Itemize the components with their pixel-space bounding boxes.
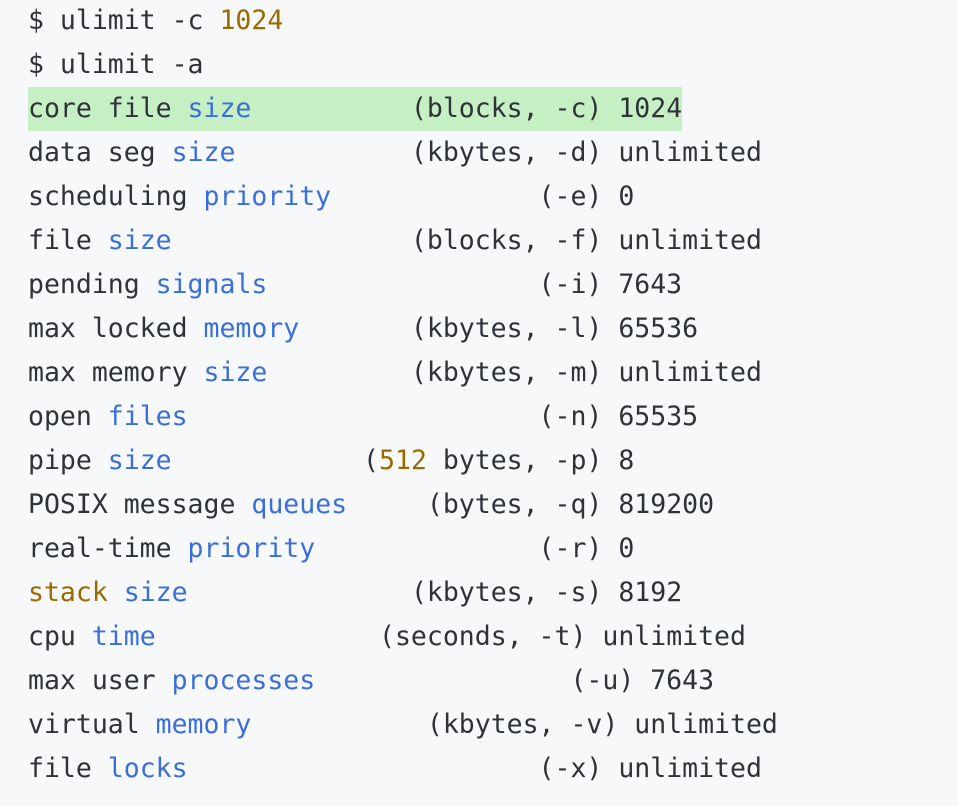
code-token: memory: [155, 709, 252, 740]
code-line: data seg size (kbytes, -d) unlimited: [28, 131, 762, 175]
code-token: priority: [187, 533, 316, 564]
code-token: file: [28, 753, 108, 784]
code-token: $ ulimit -c: [28, 5, 220, 36]
code-token: max user: [28, 665, 172, 696]
code-line: POSIX message queues (bytes, -q) 819200: [28, 483, 714, 527]
code-line: $ ulimit -c 1024: [28, 0, 283, 43]
code-token: data seg: [28, 137, 172, 168]
code-line: pending signals (-i) 7643: [28, 263, 682, 307]
code-token: priority: [203, 181, 332, 212]
code-token: memory: [203, 313, 300, 344]
code-line: virtual memory (kbytes, -v) unlimited: [28, 703, 778, 747]
code-token: core file: [28, 93, 188, 124]
code-token: (kbytes, -l) 65536: [299, 313, 699, 344]
code-line: $ ulimit -a: [28, 43, 204, 87]
code-token: (blocks, -c) 1024: [251, 93, 683, 124]
code-token: pending: [28, 269, 156, 300]
code-token: 512: [379, 445, 427, 476]
code-token: size: [187, 93, 252, 124]
code-token: pipe: [28, 445, 108, 476]
code-line: file size (blocks, -f) unlimited: [28, 219, 762, 263]
code-token: file: [28, 225, 108, 256]
code-token: real-time: [28, 533, 188, 564]
code-token: (kbytes, -s) 8192: [187, 577, 683, 608]
code-token: locks: [107, 753, 188, 784]
code-token: [108, 577, 124, 608]
code-token: (seconds, -t) unlimited: [155, 621, 746, 652]
code-token: (kbytes, -v) unlimited: [251, 709, 778, 740]
code-token: (-n) 65535: [187, 401, 699, 432]
code-token: stack: [28, 577, 108, 608]
code-token: POSIX message: [28, 489, 252, 520]
code-token: queues: [251, 489, 348, 520]
code-token: (-u) 7643: [315, 665, 715, 696]
code-token: (kbytes, -d) unlimited: [235, 137, 762, 168]
code-token: (bytes, -q) 819200: [347, 489, 715, 520]
code-token: open: [28, 401, 108, 432]
code-token: (-e) 0: [331, 181, 635, 212]
code-token: scheduling: [28, 181, 204, 212]
code-token: files: [107, 401, 188, 432]
code-token: (-i) 7643: [267, 269, 683, 300]
code-token: size: [171, 137, 236, 168]
highlighted-code-line: core file size (blocks, -c) 1024: [28, 87, 683, 131]
code-line: cpu time (seconds, -t) unlimited: [28, 615, 746, 659]
code-line: max user processes (-u) 7643: [28, 659, 714, 703]
code-token: size: [107, 445, 172, 476]
code-line: scheduling priority (-e) 0: [28, 175, 634, 219]
code-token: (kbytes, -m) unlimited: [267, 357, 762, 388]
code-token: (-r) 0: [315, 533, 635, 564]
code-token: (: [171, 445, 380, 476]
code-token: time: [91, 621, 156, 652]
code-token: 1024: [219, 5, 284, 36]
code-token: size: [123, 577, 188, 608]
code-line: max memory size (kbytes, -m) unlimited: [28, 351, 762, 395]
code-line: file locks (-x) unlimited: [28, 747, 762, 791]
code-line: real-time priority (-r) 0: [28, 527, 634, 571]
code-line: stack size (kbytes, -s) 8192: [28, 571, 682, 615]
code-token: max memory: [28, 357, 204, 388]
code-token: signals: [155, 269, 268, 300]
code-line: pipe size (512 bytes, -p) 8: [28, 439, 634, 483]
code-token: size: [107, 225, 172, 256]
code-token: processes: [171, 665, 316, 696]
code-token: cpu: [28, 621, 92, 652]
code-token: $ ulimit -a: [28, 49, 204, 80]
code-token: (blocks, -f) unlimited: [171, 225, 762, 256]
code-token: size: [203, 357, 268, 388]
code-token: virtual: [28, 709, 156, 740]
code-line: open files (-n) 65535: [28, 395, 698, 439]
code-token: max locked: [28, 313, 204, 344]
code-line: max locked memory (kbytes, -l) 65536: [28, 307, 698, 351]
code-token: (-x) unlimited: [187, 753, 762, 784]
code-token: bytes, -p) 8: [426, 445, 635, 476]
